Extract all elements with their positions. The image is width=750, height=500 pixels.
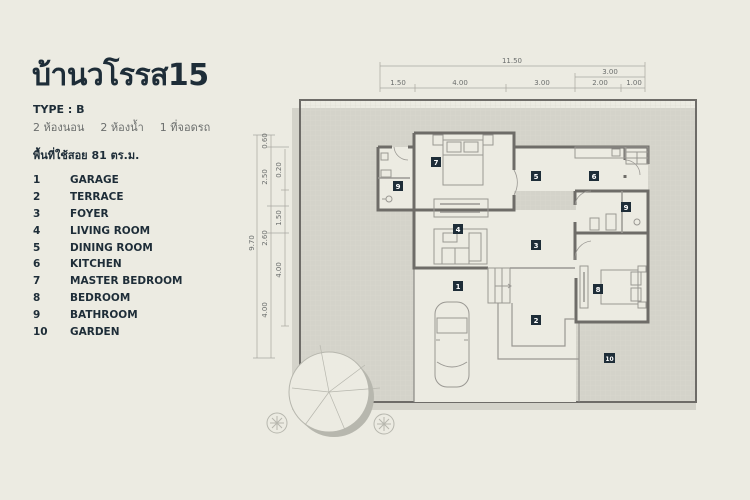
dim-top-seg: 4.00	[452, 79, 468, 87]
room-badge-9: 9	[393, 181, 403, 191]
left-dimensions	[253, 134, 289, 359]
dim-left-outer: 4.00	[261, 302, 269, 318]
dim-top-seg: 2.00	[592, 79, 608, 87]
house-type: TYPE : B	[33, 103, 85, 116]
room-badge-6: 6	[589, 171, 599, 181]
dim-left-inner: 1.50	[275, 210, 283, 226]
car-icon	[434, 301, 470, 388]
dim-top-seg: 3.00	[534, 79, 550, 87]
room-badge-1: 1	[453, 281, 463, 291]
svg-text:7: 7	[434, 159, 439, 167]
entry-stairs	[487, 267, 512, 304]
svg-text:1: 1	[456, 283, 461, 291]
dim-left-outer: 2.50	[261, 169, 269, 185]
kitchen-stairs	[625, 146, 649, 165]
kitchen-counter	[574, 146, 626, 159]
dim-left-total: 9.70	[248, 235, 256, 251]
master-bed	[432, 134, 494, 186]
bathroom-fixtures	[380, 152, 393, 203]
shrub-icon	[266, 412, 395, 435]
room-badge-8: 8	[593, 284, 603, 294]
room-badge-3: 3	[531, 240, 541, 250]
svg-text:5: 5	[534, 173, 539, 181]
svg-text:10: 10	[605, 356, 613, 363]
svg-text:3: 3	[534, 242, 539, 250]
dim-top-total: 11.50	[502, 57, 522, 65]
terrace-outline	[497, 303, 579, 360]
house-specs: 2 ห้องนอน 2 ห้องน้ำ 1 ที่จอดรถ	[33, 118, 210, 136]
dim-top-seg: 1.50	[390, 79, 406, 87]
svg-text:6: 6	[592, 173, 597, 181]
room-badge-7: 7	[431, 157, 441, 167]
svg-text:4: 4	[456, 226, 461, 234]
dim-top-seg: 1.00	[626, 79, 642, 87]
dim-left-inner: 0.20	[275, 162, 283, 178]
doors	[393, 146, 641, 261]
dim-left-outer: 2.60	[261, 230, 269, 246]
room-badge-2: 2	[531, 315, 541, 325]
dim-left-inner: 4.00	[275, 262, 283, 278]
spec-parking: 1 ที่จอดรถ	[159, 121, 211, 134]
dim-left-outer: 0.60	[261, 133, 269, 149]
bedroom-bed	[579, 265, 647, 309]
usable-area: พื้นที่ใช้สอย 81 ตร.ม.	[33, 149, 140, 162]
room-badge-5: 5	[531, 171, 541, 181]
svg-text:2: 2	[534, 317, 539, 325]
wardrobe	[433, 198, 489, 218]
svg-text:9: 9	[624, 204, 629, 212]
spec-bathrooms: 2 ห้องน้ำ	[100, 121, 144, 134]
top-dimensions	[379, 62, 646, 92]
spec-bedrooms: 2 ห้องนอน	[33, 121, 85, 134]
dim-top-sub: 3.00	[602, 68, 618, 76]
page-title: บ้านวโรรส15	[32, 58, 209, 93]
svg-text:9: 9	[396, 183, 401, 191]
svg-text:8: 8	[596, 286, 601, 294]
tree-icon	[288, 344, 381, 437]
room-badge-4: 4	[453, 224, 463, 234]
room-badge-9: 9	[621, 202, 631, 212]
room-badge-10: 10	[604, 353, 615, 363]
